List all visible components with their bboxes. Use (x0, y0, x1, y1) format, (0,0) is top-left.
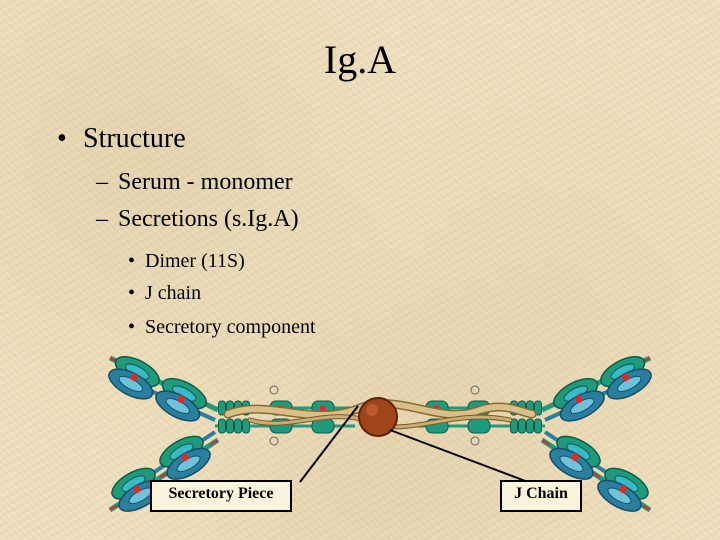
bullet-text: Secretory component (145, 316, 316, 338)
bullet-text: Secretions (s.Ig.A) (118, 206, 299, 232)
slide-title: Ig.A (323, 37, 397, 82)
bullet-marker: – (96, 206, 108, 232)
fab-arm-lower-right (540, 429, 654, 519)
leader-line-secretory (299, 405, 359, 483)
bullet-text: Structure (83, 123, 186, 154)
bullet-marker: – (96, 169, 108, 195)
fab-arm-upper-right (540, 349, 657, 428)
bullet-marker: • (128, 316, 136, 338)
label-j-chain: J Chain (500, 480, 582, 512)
bullet-text: J chain (145, 282, 202, 304)
bullet-text: Dimer (11S) (145, 250, 245, 272)
bullet-text: Serum - monomer (118, 169, 293, 195)
fab-arm-upper-left (103, 349, 220, 428)
bullet-marker: • (128, 250, 136, 272)
j-chain (358, 397, 398, 437)
label-secretory-piece: Secretory Piece (150, 480, 292, 512)
bullet-marker: • (57, 123, 67, 154)
bullet-marker: • (128, 282, 136, 304)
fab-arm-lower-left (106, 429, 220, 519)
leader-line-jchain (389, 429, 529, 483)
iga-dimer-diagram (103, 349, 657, 519)
